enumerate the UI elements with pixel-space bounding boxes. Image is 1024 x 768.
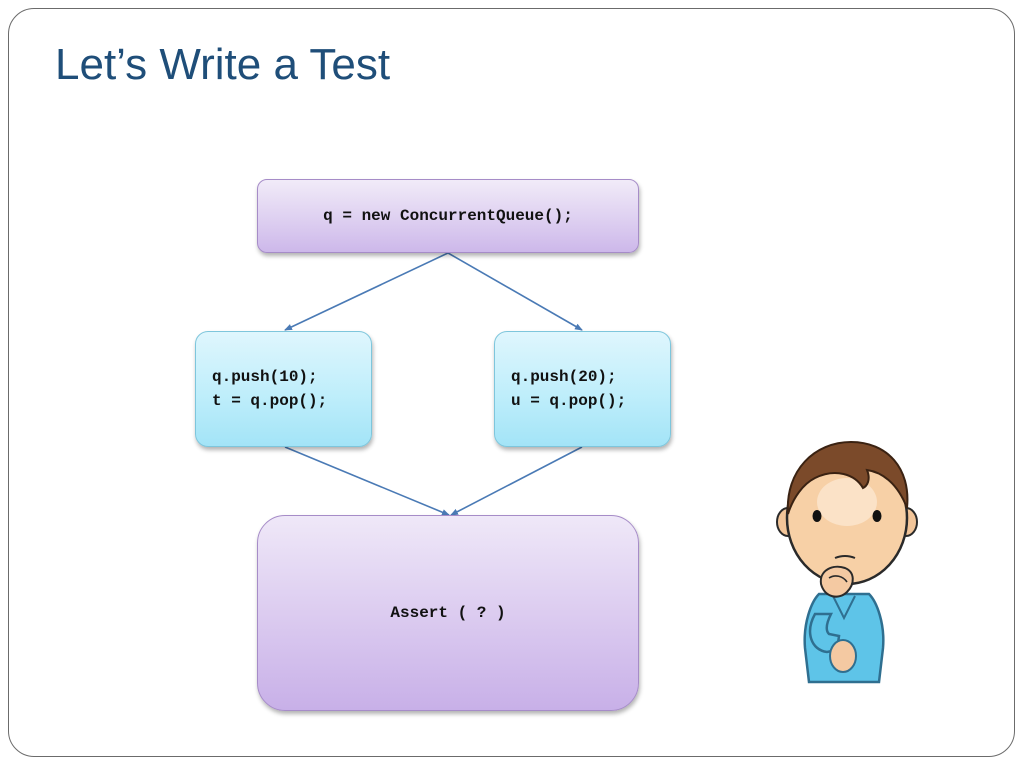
assert-code: Assert ( ? ) xyxy=(390,604,506,622)
init-code: q = new ConcurrentQueue(); xyxy=(323,207,573,225)
assert-box: Assert ( ? ) xyxy=(257,515,639,711)
init-box: q = new ConcurrentQueue(); xyxy=(257,179,639,253)
arrow-thread1-to-assert xyxy=(284,446,450,516)
thinking-person-icon xyxy=(776,440,918,684)
thread1-line-1: q.push(10); xyxy=(212,368,318,386)
thread1-box: q.push(10); t = q.pop(); xyxy=(195,331,372,447)
arrow-init-to-thread1 xyxy=(284,252,449,331)
arrow-thread2-to-assert xyxy=(450,446,583,516)
arrow-init-to-thread2 xyxy=(447,252,583,331)
thread2-box: q.push(20); u = q.pop(); xyxy=(494,331,671,447)
thread1-line-2: t = q.pop(); xyxy=(212,392,328,410)
slide-title: Let’s Write a Test xyxy=(55,40,391,89)
thread2-line-2: u = q.pop(); xyxy=(511,392,627,410)
thread2-line-1: q.push(20); xyxy=(511,368,617,386)
